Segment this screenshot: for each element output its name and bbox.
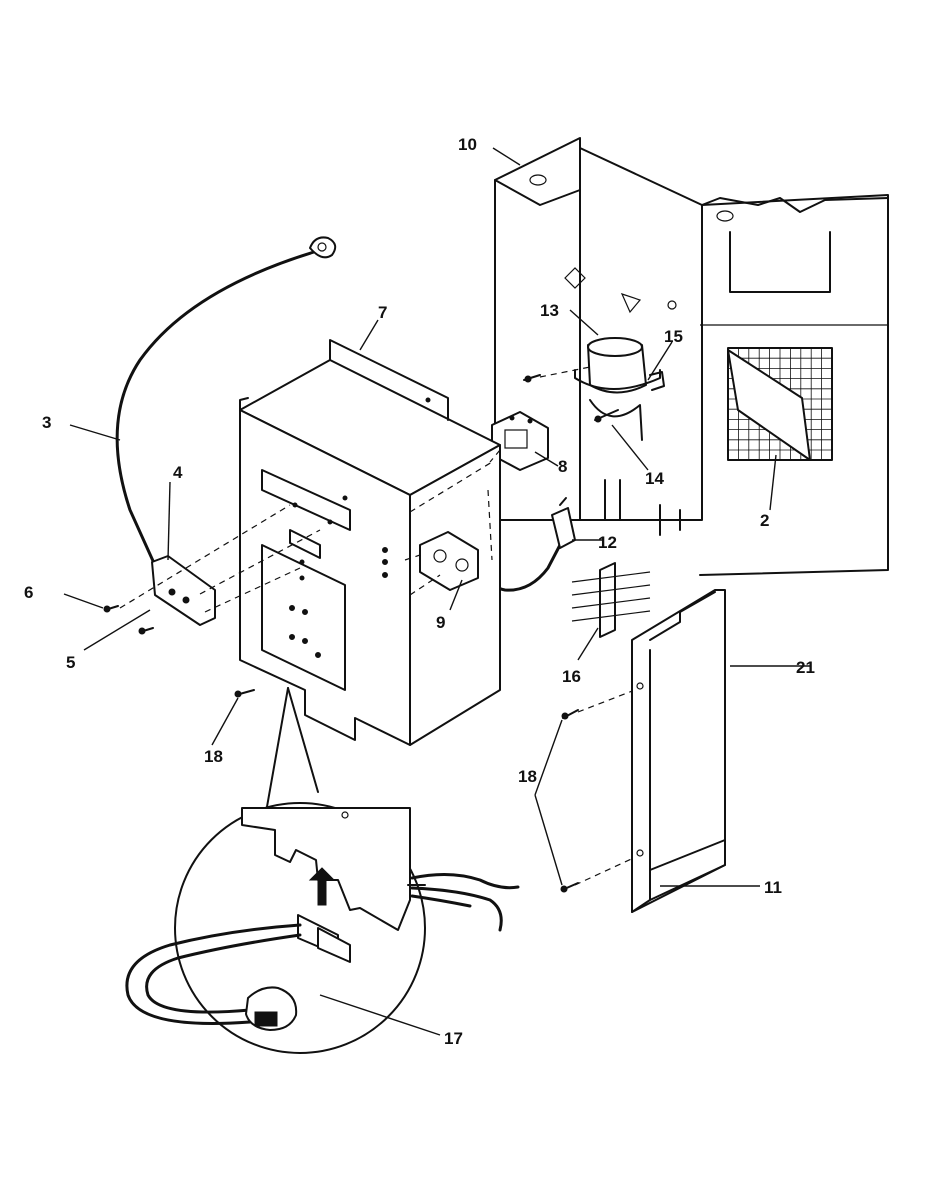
callout-2: 2	[760, 511, 769, 530]
capacitor-part-13	[523, 337, 665, 441]
panel-bottom-part-11	[631, 864, 726, 913]
assembly-lines	[119, 449, 641, 886]
callout-5: 5	[66, 653, 75, 672]
callout-4: 4	[173, 463, 183, 482]
callout-17: 17	[444, 1029, 463, 1048]
callout-leaders	[63, 147, 810, 1036]
callout-labels: 10 7 13 15 3 4 8 14 2 6 12 5 9 16 21 18 …	[24, 135, 815, 1048]
callout-12: 12	[598, 533, 617, 552]
callout-8: 8	[558, 457, 567, 476]
callout-6: 6	[24, 583, 33, 602]
filter-grille-part-2	[727, 347, 833, 461]
callout-11: 11	[764, 878, 782, 897]
callout-16: 16	[562, 667, 581, 686]
screw-part-5	[138, 627, 154, 635]
callout-14: 14	[645, 469, 664, 488]
callout-18-right: 18	[518, 767, 537, 786]
screw-part-6	[103, 605, 119, 613]
callout-9: 9	[436, 613, 445, 632]
callout-3: 3	[42, 413, 51, 432]
ground-wire-part-3	[115, 236, 337, 574]
callout-18-left: 18	[204, 747, 223, 766]
terminal-block-part-16	[571, 562, 651, 638]
callout-7: 7	[378, 303, 387, 322]
detail-magnifier	[125, 687, 520, 1054]
relay-part-9	[419, 531, 479, 591]
callout-13: 13	[540, 301, 559, 320]
bracket-part-4	[151, 555, 216, 626]
callout-15: 15	[664, 327, 683, 346]
side-panel-part-21	[631, 589, 726, 913]
control-box-part-7	[239, 339, 501, 746]
screw-part-18-right	[560, 709, 579, 893]
callout-10: 10	[458, 135, 477, 154]
screw-part-18-left	[234, 689, 255, 698]
callout-21: 21	[796, 658, 815, 677]
